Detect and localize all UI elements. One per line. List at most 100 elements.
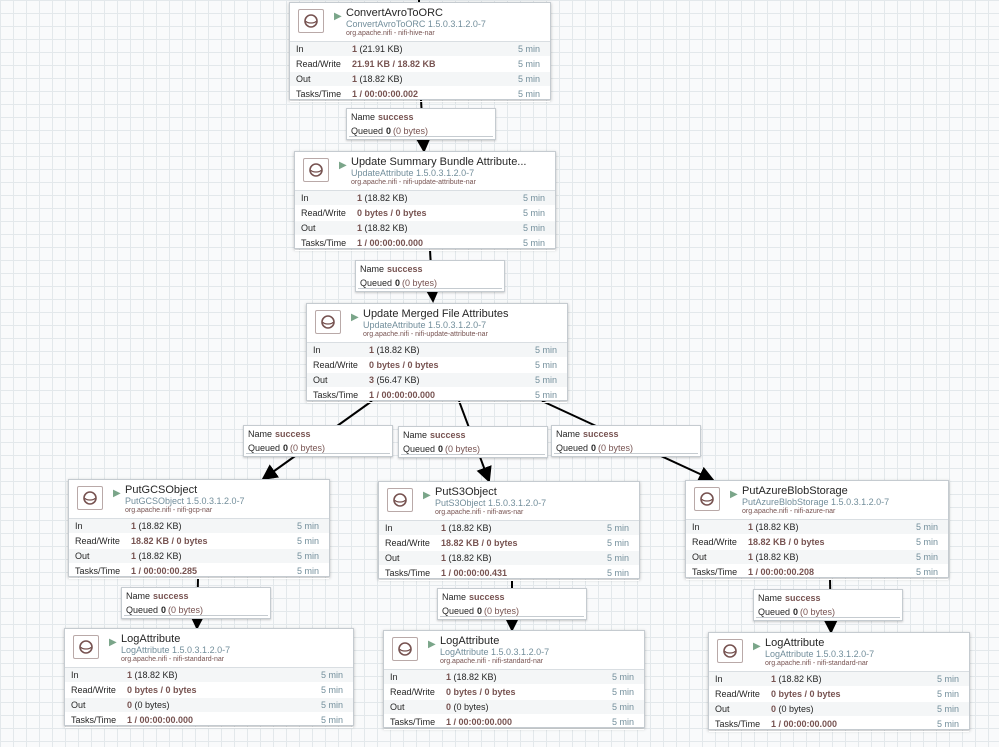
stat-label-tasks: Tasks/Time bbox=[313, 390, 359, 400]
connection-relationship: success bbox=[378, 112, 414, 122]
stat-value-out: 0 (0 bytes) bbox=[446, 702, 489, 712]
processor-log1[interactable]: ▶ LogAttribute LogAttribute 1.5.0.3.1.2.… bbox=[64, 628, 354, 728]
stat-value-out: 1 (18.82 KB) bbox=[357, 223, 408, 233]
stat-value-out: 0 (0 bytes) bbox=[127, 700, 170, 710]
processor-log2[interactable]: ▶ LogAttribute LogAttribute 1.5.0.3.1.2.… bbox=[383, 630, 645, 730]
stat-row-in: In 1 (18.82 KB) 5 min bbox=[307, 343, 567, 358]
stat-value-tasks: 1 / 00:00:00.000 bbox=[369, 390, 436, 400]
stat-value-in: 1 (18.82 KB) bbox=[446, 672, 497, 682]
processor-convert[interactable]: ▶ ConvertAvroToORC ConvertAvroToORC 1.5.… bbox=[289, 2, 551, 102]
play-icon[interactable]: ▶ bbox=[428, 639, 436, 650]
connection-name-label: Name bbox=[758, 593, 783, 603]
stat-label-in: In bbox=[296, 44, 304, 54]
processor-name: PutGCSObject bbox=[125, 484, 198, 496]
stat-label-in: In bbox=[390, 672, 398, 682]
stat-window: 5 min bbox=[936, 674, 959, 684]
stat-row-read-write: Read/Write 0 bytes / 0 bytes 5 min bbox=[307, 358, 567, 373]
play-icon[interactable]: ▶ bbox=[113, 488, 121, 499]
play-icon[interactable]: ▶ bbox=[339, 160, 347, 171]
connection-backpressure-bar bbox=[554, 450, 698, 454]
stat-row-out: Out 1 (18.82 KB) 5 min bbox=[295, 221, 555, 236]
processor-gcs[interactable]: ▶ PutGCSObject PutGCSObject 1.5.0.3.1.2.… bbox=[68, 479, 330, 579]
stat-label-tasks: Tasks/Time bbox=[75, 566, 121, 576]
processor-header[interactable]: ▶ Update Merged File Attributes UpdateAt… bbox=[307, 304, 567, 343]
processor-header[interactable]: ▶ ConvertAvroToORC ConvertAvroToORC 1.5.… bbox=[290, 3, 550, 42]
processor-header[interactable]: ▶ LogAttribute LogAttribute 1.5.0.3.1.2.… bbox=[384, 631, 644, 670]
stat-value-read-write: 0 bytes / 0 bytes bbox=[357, 208, 427, 218]
processor-icon bbox=[315, 310, 341, 334]
processor-azure[interactable]: ▶ PutAzureBlobStorage PutAzureBlobStorag… bbox=[685, 480, 949, 580]
processor-bundle: org.apache.nifi - nifi-standard-nar bbox=[121, 656, 225, 663]
processor-header[interactable]: ▶ PutAzureBlobStorage PutAzureBlobStorag… bbox=[686, 481, 948, 520]
stat-window: 5 min bbox=[517, 89, 540, 99]
stat-label-read-write: Read/Write bbox=[296, 59, 341, 69]
stat-row-read-write: Read/Write 0 bytes / 0 bytes 5 min bbox=[709, 687, 969, 702]
stat-window: 5 min bbox=[296, 521, 319, 531]
stat-label-read-write: Read/Write bbox=[71, 685, 116, 695]
stat-label-in: In bbox=[75, 521, 83, 531]
play-icon[interactable]: ▶ bbox=[423, 490, 431, 501]
processor-header[interactable]: ▶ LogAttribute LogAttribute 1.5.0.3.1.2.… bbox=[709, 633, 969, 672]
processor-header[interactable]: ▶ PutS3Object PutS3Object 1.5.0.3.1.2.0-… bbox=[379, 482, 639, 521]
connection-queued-label: Queued bbox=[126, 605, 159, 615]
stat-window: 5 min bbox=[915, 522, 938, 532]
processor-log3[interactable]: ▶ LogAttribute LogAttribute 1.5.0.3.1.2.… bbox=[708, 632, 970, 732]
processor-merged[interactable]: ▶ Update Merged File Attributes UpdateAt… bbox=[306, 303, 568, 403]
stat-window: 5 min bbox=[936, 719, 959, 729]
connection-queued-size: (0 bytes) bbox=[402, 278, 438, 288]
processor-name: PutS3Object bbox=[435, 486, 497, 498]
stat-value-in: 1 (18.82 KB) bbox=[748, 522, 799, 532]
play-icon[interactable]: ▶ bbox=[109, 637, 117, 648]
connection-queued-size: (0 bytes) bbox=[800, 607, 836, 617]
play-icon[interactable]: ▶ bbox=[753, 641, 761, 652]
stat-row-tasks: Tasks/Time 1 / 00:00:00.000 5 min bbox=[295, 236, 555, 251]
play-icon[interactable]: ▶ bbox=[351, 312, 359, 323]
stat-label-out: Out bbox=[71, 700, 86, 710]
play-icon[interactable]: ▶ bbox=[730, 489, 738, 500]
processor-type: UpdateAttribute 1.5.0.3.1.2.0-7 bbox=[363, 320, 487, 330]
connection-queued-label: Queued bbox=[248, 443, 281, 453]
processor-s3[interactable]: ▶ PutS3Object PutS3Object 1.5.0.3.1.2.0-… bbox=[378, 481, 640, 581]
stat-label-out: Out bbox=[301, 223, 316, 233]
stat-row-in: In 1 (18.82 KB) 5 min bbox=[384, 670, 644, 685]
stat-label-tasks: Tasks/Time bbox=[296, 89, 342, 99]
stat-value-out: 1 (18.82 KB) bbox=[352, 74, 403, 84]
processor-type: LogAttribute 1.5.0.3.1.2.0-7 bbox=[765, 649, 875, 659]
processor-icon bbox=[303, 158, 329, 182]
stat-value-read-write: 0 bytes / 0 bytes bbox=[369, 360, 439, 370]
stat-label-tasks: Tasks/Time bbox=[385, 568, 431, 578]
connection-queued-count: 0 bbox=[438, 444, 444, 454]
stat-value-in: 1 (18.82 KB) bbox=[127, 670, 178, 680]
stat-window: 5 min bbox=[522, 208, 545, 218]
connection-name-label: Name bbox=[556, 429, 581, 439]
processor-type: LogAttribute 1.5.0.3.1.2.0-7 bbox=[121, 645, 231, 655]
stat-row-tasks: Tasks/Time 1 / 00:00:00.431 5 min bbox=[379, 566, 639, 581]
processor-bundle: org.apache.nifi - nifi-update-attribute-… bbox=[363, 331, 488, 338]
stat-value-out: 0 (0 bytes) bbox=[771, 704, 814, 714]
stat-window: 5 min bbox=[517, 44, 540, 54]
processor-bundle: org.apache.nifi - nifi-hive-nar bbox=[346, 30, 435, 37]
processor-header[interactable]: ▶ Update Summary Bundle Attribute... Upd… bbox=[295, 152, 555, 191]
connection-queued-count: 0 bbox=[161, 605, 167, 615]
connection-relationship: success bbox=[583, 429, 619, 439]
connection-queued-label: Queued bbox=[758, 607, 791, 617]
play-icon[interactable]: ▶ bbox=[334, 11, 342, 22]
processor-summary[interactable]: ▶ Update Summary Bundle Attribute... Upd… bbox=[294, 151, 556, 251]
stat-value-out: 1 (18.82 KB) bbox=[748, 552, 799, 562]
processor-header[interactable]: ▶ PutGCSObject PutGCSObject 1.5.0.3.1.2.… bbox=[69, 480, 329, 519]
processor-header[interactable]: ▶ LogAttribute LogAttribute 1.5.0.3.1.2.… bbox=[65, 629, 353, 668]
